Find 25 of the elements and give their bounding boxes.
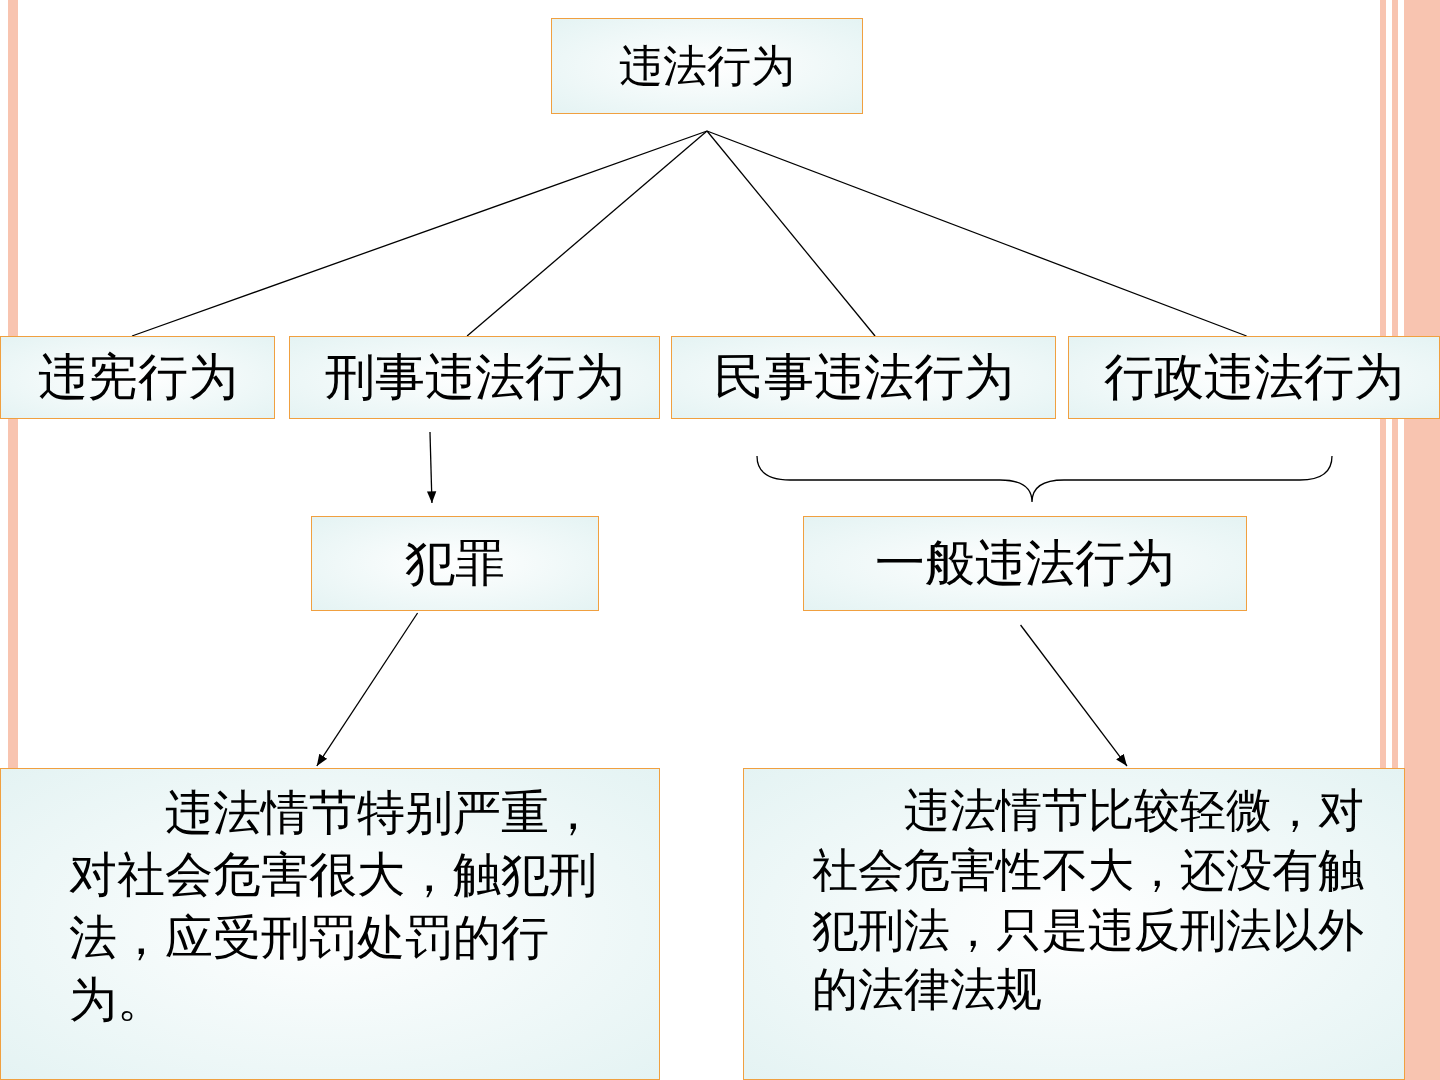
category-box — [671, 336, 1056, 419]
description-text: 违法情节特别严重，对社会危害很大，触犯刑法，应受刑罚处罚的行为。 — [69, 783, 598, 1030]
node-text: 犯罪 — [405, 533, 505, 594]
node-text: 一般违法行为 — [875, 533, 1175, 594]
node-text: 违宪行为 — [37, 347, 238, 408]
description-box — [0, 768, 660, 1080]
arrow — [316, 612, 419, 767]
connector-line — [706, 130, 876, 337]
category-box — [803, 516, 1247, 611]
node-text: 违法行为 — [619, 39, 795, 94]
node-text: 行政违法行为 — [1104, 347, 1404, 408]
connector-line — [131, 130, 708, 337]
description-box — [743, 768, 1405, 1080]
arrow — [1019, 624, 1128, 767]
connector-line — [466, 130, 708, 337]
connector-line — [706, 130, 1248, 337]
category-box — [289, 336, 660, 419]
node-text: 刑事违法行为 — [324, 347, 625, 408]
arrow — [426, 431, 437, 504]
category-box — [0, 336, 275, 419]
category-box — [551, 18, 863, 114]
node-text: 民事违法行为 — [713, 347, 1014, 408]
category-box — [1068, 336, 1440, 419]
category-box — [311, 516, 599, 611]
description-text: 违法情节比较轻微，对社会危害性不大，还没有触犯刑法，只是违反刑法以外的法律法规 — [812, 782, 1365, 1019]
